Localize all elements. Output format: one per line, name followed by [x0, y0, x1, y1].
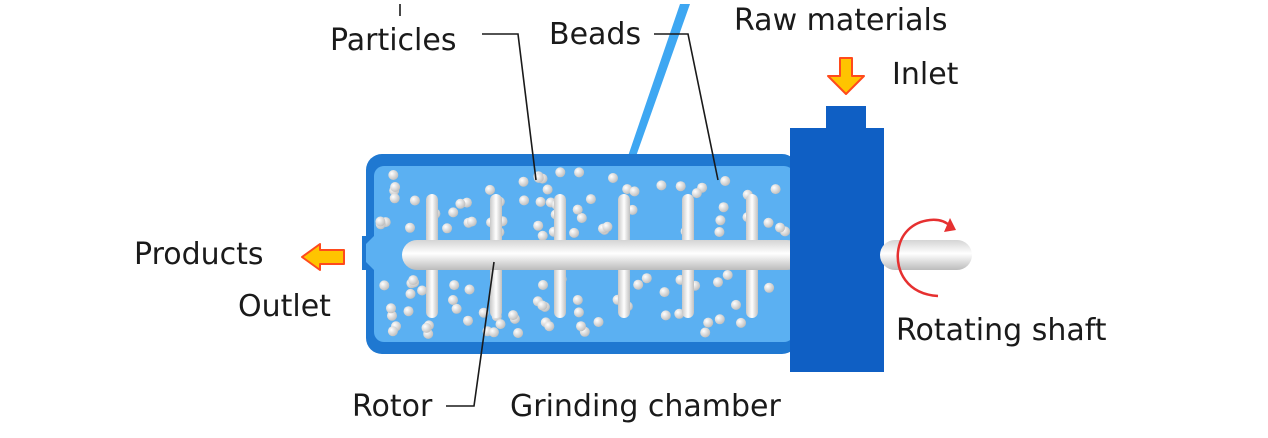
bead — [405, 222, 415, 233]
bead — [674, 308, 685, 319]
bead — [538, 280, 548, 290]
bead — [403, 306, 414, 317]
bead — [508, 310, 519, 321]
bead — [455, 198, 466, 209]
bead — [513, 328, 524, 338]
bead — [533, 220, 544, 231]
rotating-shaft — [880, 240, 972, 270]
bead — [535, 196, 546, 207]
bead — [375, 216, 386, 227]
bead — [576, 213, 587, 223]
bead — [544, 321, 555, 332]
inlet-label: Inlet — [892, 57, 959, 92]
bead — [593, 317, 604, 327]
bead — [451, 303, 462, 314]
bead — [722, 270, 733, 280]
bead — [602, 221, 613, 232]
bead — [700, 327, 711, 338]
bead — [409, 195, 420, 206]
bead — [488, 327, 499, 338]
rotating-shaft-label: Rotating shaft — [896, 313, 1107, 348]
bead — [448, 295, 458, 305]
bead — [633, 279, 644, 290]
products-label: Products — [134, 237, 264, 272]
bead — [390, 182, 401, 192]
bead — [421, 322, 432, 333]
bead — [775, 222, 785, 233]
bead — [585, 194, 596, 205]
bead — [379, 280, 390, 291]
bead — [629, 186, 640, 197]
bead — [569, 227, 580, 238]
bead — [555, 167, 566, 178]
bead — [675, 181, 686, 192]
bead — [495, 319, 506, 330]
bead — [408, 275, 419, 286]
inlet-port — [826, 106, 866, 132]
bead — [542, 184, 553, 195]
bead — [659, 287, 670, 298]
bead-feed-beam — [626, 4, 690, 162]
drive-housing — [790, 128, 884, 372]
bead — [405, 288, 416, 299]
bead — [731, 299, 741, 310]
bead — [464, 284, 475, 295]
bead — [463, 315, 473, 326]
bead — [572, 295, 583, 305]
particles-leader-line — [482, 33, 537, 181]
bead — [387, 310, 397, 321]
bead — [718, 202, 729, 213]
grinding-chamber-label: Grinding chamber — [510, 389, 782, 424]
raw-materials-label: Raw materials — [734, 3, 948, 38]
bead — [608, 173, 618, 183]
outlet-label: Outlet — [238, 289, 331, 324]
bead — [764, 282, 775, 293]
bead — [519, 195, 530, 206]
bead — [442, 223, 453, 234]
products-arrow-icon — [301, 243, 345, 271]
rotor-leader-line — [446, 261, 495, 407]
bead — [537, 300, 548, 311]
bead — [770, 184, 781, 195]
beads-leader-line — [654, 33, 719, 181]
particles-label: Particles — [330, 23, 456, 58]
bead — [660, 310, 671, 321]
bead — [736, 317, 746, 328]
bead — [573, 307, 584, 318]
bead — [533, 172, 544, 183]
bead — [388, 170, 399, 180]
bead — [417, 285, 428, 296]
bead — [703, 317, 714, 328]
rotor-shaft — [402, 240, 802, 270]
bead — [691, 188, 702, 199]
bead — [576, 321, 586, 332]
rotation-arrow-icon — [896, 218, 956, 298]
bead — [537, 230, 548, 241]
bead — [720, 176, 731, 186]
bead — [386, 303, 396, 314]
bead — [485, 184, 495, 195]
bead — [763, 217, 774, 228]
bead — [572, 204, 583, 215]
inlet-arrow-icon — [827, 57, 865, 95]
rotor-label: Rotor — [352, 389, 433, 424]
bead — [656, 180, 667, 191]
bead — [389, 193, 400, 204]
bead — [449, 280, 460, 291]
bead — [714, 227, 725, 237]
bead — [574, 167, 585, 178]
bead — [387, 326, 398, 337]
bead — [714, 314, 725, 325]
bead — [641, 273, 652, 284]
bead — [713, 277, 723, 288]
bead — [466, 216, 477, 227]
bead — [518, 176, 529, 187]
bead — [448, 207, 459, 218]
bead — [715, 215, 726, 226]
beads-label: Beads — [549, 17, 641, 52]
